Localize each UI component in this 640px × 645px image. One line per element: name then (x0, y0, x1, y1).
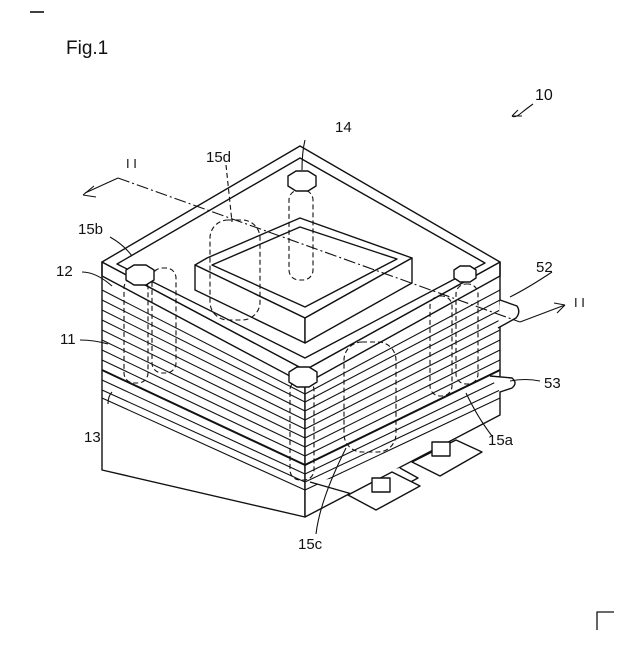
label-section-right: I I (574, 295, 585, 310)
figure-title: Fig.1 (66, 38, 108, 60)
label-10: 10 (535, 87, 553, 104)
label-52: 52 (536, 259, 553, 276)
corner-mark-bottom (597, 612, 614, 630)
label-15a: 15a (488, 432, 514, 449)
label-section-left: I I (126, 156, 137, 171)
label-11: 11 (60, 331, 76, 348)
label-12: 12 (56, 263, 73, 280)
label-15c: 15c (298, 536, 323, 553)
label-15d: 15d (206, 149, 231, 166)
label-14: 14 (335, 119, 352, 136)
label-53: 53 (544, 375, 561, 392)
label-13: 13 (84, 429, 101, 446)
label-15b: 15b (78, 221, 103, 238)
